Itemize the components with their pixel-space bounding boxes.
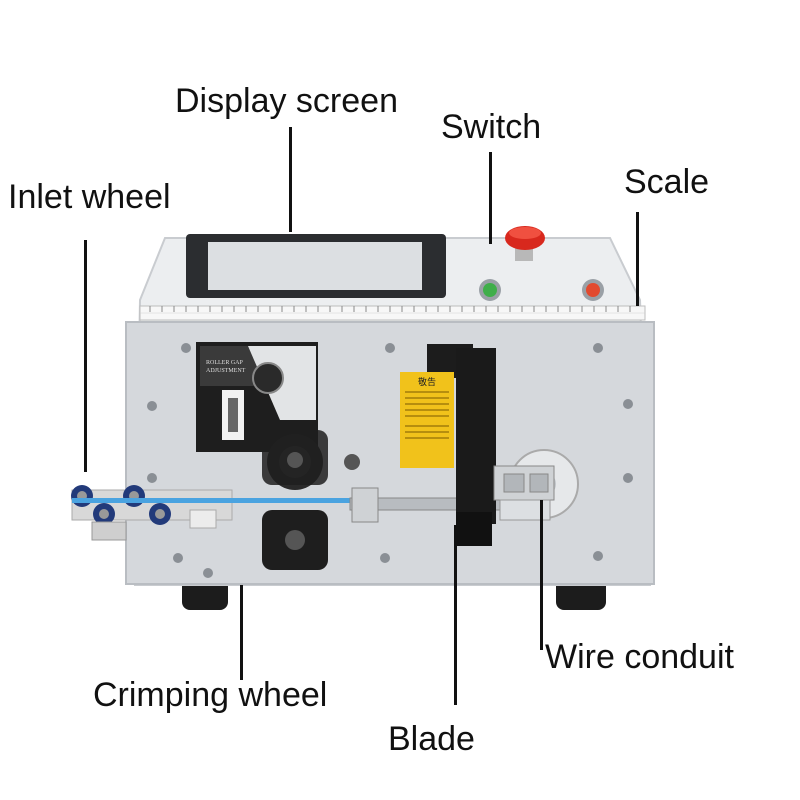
wire-conduit-leader (540, 500, 543, 650)
stop-button[interactable] (582, 279, 604, 301)
warning-title: 敬告 (418, 376, 436, 388)
rod-clamp (351, 487, 379, 523)
scale-label: Scale (624, 163, 710, 201)
start-button[interactable] (479, 279, 501, 301)
wire (72, 498, 462, 503)
warning-sticker (400, 372, 454, 468)
crimping-wheels (262, 430, 360, 570)
emergency-stop-switch[interactable] (505, 226, 545, 261)
panel-screws (147, 343, 633, 578)
switch-leader (489, 152, 492, 244)
display-screen (186, 234, 446, 298)
blade-label: Blade (388, 720, 475, 758)
crimping-wheel-leader (240, 585, 243, 680)
adjustment-text: ADJUSTMENT (206, 368, 246, 374)
display-screen-leader (289, 127, 292, 232)
roller-gap-text: ROLLER GAP (206, 360, 243, 366)
blade-leader (454, 525, 457, 705)
crimping-wheel-label: Crimping wheel (93, 676, 328, 714)
switch-label: Switch (441, 108, 542, 146)
display-screen-label: Display screen (175, 82, 398, 120)
inlet-wheel-label: Inlet wheel (8, 178, 171, 216)
scale-ruler (139, 305, 646, 321)
wire-conduit-label: Wire conduit (545, 638, 734, 676)
inlet-wheel-leader (84, 240, 87, 472)
wire-conduit-assembly (493, 449, 579, 521)
scale-leader (636, 212, 639, 306)
